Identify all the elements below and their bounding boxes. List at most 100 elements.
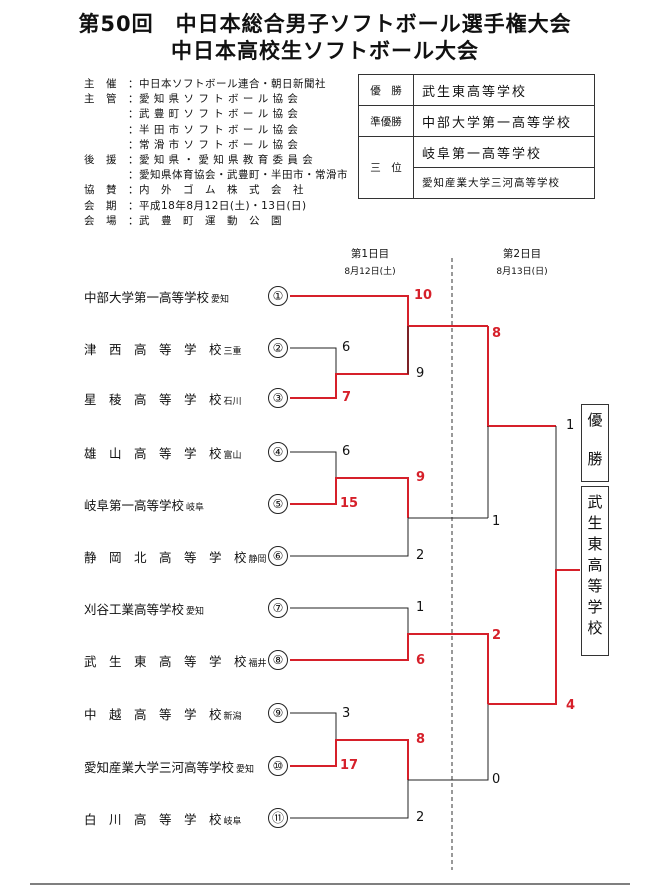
team-name: 岐阜第一高等学校 (84, 498, 185, 513)
champion-name-char-4: 高 (587, 556, 603, 574)
champion-label-char-1: 優 (587, 411, 603, 429)
runnerup-row: 準優勝 中部大学第一高等学校 (358, 105, 595, 137)
info-value: ：中日本ソフトボール連合・朝日新聞社 (128, 78, 326, 90)
seed-number: ⑪ (268, 808, 288, 828)
third-row: 三 位 岐阜第一高等学校 (358, 136, 595, 199)
team-row: 愛知産業大学三河高等学校愛知 (84, 757, 264, 776)
info-row: ：愛知県体育協会・武豊町・半田市・常滑市 (84, 167, 348, 182)
third-school-1: 岐阜第一高等学校 (413, 136, 595, 168)
team-prefecture: 富山 (223, 451, 242, 461)
seed-number: ⑧ (268, 650, 288, 670)
team-name: 愛知産業大学三河高等学校 (84, 760, 235, 775)
runnerup-school: 中部大学第一高等学校 (413, 105, 595, 137)
team-name: 中部大学第一高等学校 (84, 290, 210, 305)
line-team9 (290, 712, 337, 740)
team-name: 中 越 高 等 学 校 (84, 707, 222, 722)
team-name: 静 岡 北 高 等 学 校 (84, 550, 247, 565)
win-line-team1 (290, 295, 488, 327)
score-sf1-upper: 8 (492, 326, 502, 341)
line-team4 (290, 451, 337, 478)
third-rank: 三 位 (358, 136, 414, 199)
seed-number: ⑩ (268, 756, 288, 776)
team-prefecture: 愛知 (211, 295, 230, 305)
score-qf1-team1: 10 (414, 288, 433, 303)
score-qf4-upper: 8 (416, 732, 426, 747)
team-row: 星 稜 高 等 学 校石川 (84, 389, 264, 408)
info-value: ：半 田 市 ソ フ ト ボ ー ル 協 会 (128, 123, 299, 136)
team-row: 白 川 高 等 学 校岐阜 (84, 809, 264, 828)
day2-label: 第2日目 (502, 248, 542, 260)
score-r1-team4: 6 (342, 444, 351, 459)
info-row: 主 管：愛 知 県 ソ フ ト ボ ー ル 協 会 (84, 91, 298, 106)
info-row: 会 場：武 豊 町 運 動 公 園 (84, 213, 282, 228)
team-name: 津 西 高 等 学 校 (84, 342, 222, 357)
score-qf1-lower: 9 (416, 366, 425, 381)
champion-label-char-2: 勝 (587, 450, 603, 468)
team-prefecture: 岐阜 (186, 503, 205, 513)
info-row: ：半 田 市 ソ フ ト ボ ー ル 協 会 (84, 122, 298, 137)
info-value: ：愛知県体育協会・武豊町・半田市・常滑市 (128, 169, 348, 182)
info-value: ：愛 知 県 ・ 愛 知 県 教 育 委 員 会 (128, 154, 314, 166)
info-row: 協 賛：内 外 ゴ ム 株 式 会 社 (84, 182, 304, 197)
score-r1-team2: 6 (342, 340, 351, 355)
line-team11 (290, 780, 409, 819)
info-label: 会 場 (84, 214, 117, 227)
score-r1-team10: 17 (340, 758, 359, 773)
team-row: 中部大学第一高等学校愛知 (84, 287, 264, 306)
score-qf2-upper: 9 (416, 470, 426, 485)
seed-number: ③ (268, 388, 288, 408)
info-row: 会 期 ：平成18年8月12日(土)・13日(日) (84, 198, 307, 213)
page-title: 第50回 中日本総合男子ソフトボール選手権大会 (78, 12, 572, 36)
win-line-sf1 (487, 326, 556, 427)
line-team6 (290, 518, 409, 557)
team-name: 星 稜 高 等 学 校 (84, 392, 222, 407)
info-value: ：内 外 ゴ ム 株 式 会 社 (128, 184, 304, 197)
info-label: 会 期 (84, 199, 117, 212)
score-final-upper: 1 (566, 418, 575, 433)
day2-date: 8月13日(日) (496, 267, 548, 277)
score-qf4-team11: 2 (416, 810, 425, 825)
team-prefecture: 愛知 (236, 765, 255, 775)
info-row: ：武 豊 町 ソ フ ト ボ ー ル 協 会 (84, 106, 298, 121)
third-row-2: 愛知産業大学三河高等学校 (359, 167, 595, 199)
team-prefecture: 静岡 (248, 555, 267, 565)
score-r1-team5: 15 (340, 496, 359, 511)
score-r1-team3: 7 (342, 390, 352, 405)
info-value: ：平成18年8月12日(土)・13日(日) (128, 199, 307, 212)
results-table: 優 勝 武生東高等学校 準優勝 中部大学第一高等学校 三 位 岐阜第一高等学校 … (358, 74, 595, 199)
champion-name-box: 武 生 東 高 等 学 校 (581, 486, 609, 656)
third-school-2-name: 愛知産業大学三河高等学校 (422, 177, 560, 189)
team-row: 岐阜第一高等学校岐阜 (84, 495, 264, 514)
seed-number: ⑥ (268, 546, 288, 566)
info-label: 主 催 (84, 78, 117, 90)
seed-number: ⑦ (268, 598, 288, 618)
team-prefecture: 岐阜 (223, 817, 242, 827)
day2-header: 第2日目 8月13日(日) (482, 246, 562, 277)
champion-name-char-7: 校 (587, 619, 603, 637)
info-label: 後 援 (84, 154, 117, 166)
win-line-team3 (290, 326, 409, 399)
day1-date: 8月12日(土) (344, 267, 396, 277)
info-row: ：常 滑 市 ソ フ ト ボ ー ル 協 会 (84, 137, 298, 152)
team-row: 静 岡 北 高 等 学 校静岡 (84, 547, 267, 566)
seed-number: ⑨ (268, 703, 288, 723)
champion-label-box: 優 勝 (581, 404, 609, 482)
win-line-team5 (290, 477, 409, 518)
line-team2 (290, 347, 337, 374)
champion-name-char-2: 生 (587, 514, 603, 532)
champion-name-char-3: 東 (587, 535, 603, 553)
info-label: 主 管 (84, 93, 117, 106)
info-row: 主 催 ：中日本ソフトボール連合・朝日新聞社 (84, 76, 326, 91)
win-line-team10 (290, 739, 409, 780)
page-subtitle: 中日本高校生ソフトボール大会 (171, 39, 479, 63)
team-prefecture: 愛知 (186, 607, 205, 617)
team-prefecture: 石川 (223, 397, 242, 407)
score-sf1-lower: 1 (492, 514, 501, 529)
team-row: 津 西 高 等 学 校三重 (84, 339, 264, 358)
seed-number: ④ (268, 442, 288, 462)
champion-name-char-5: 等 (587, 577, 603, 595)
score-sf2-upper: 2 (492, 628, 502, 643)
third-school-2: 愛知産業大学三河高等学校 (413, 167, 595, 199)
line-sf2-lower (408, 704, 489, 781)
